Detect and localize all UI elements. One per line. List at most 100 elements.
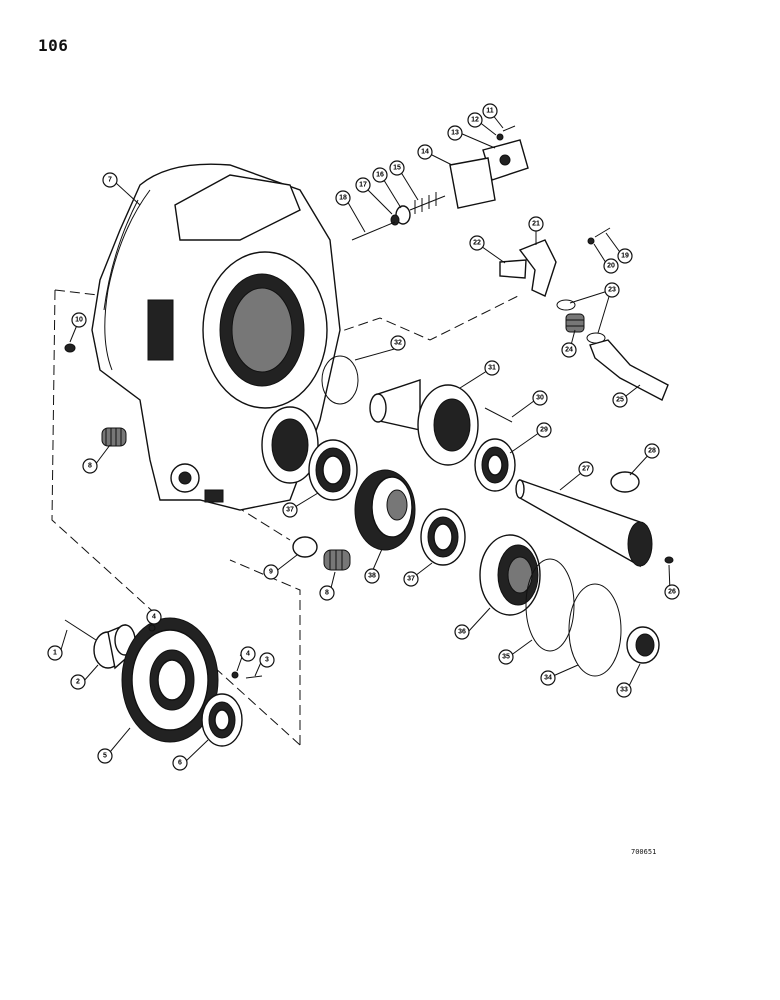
callout-14: 14: [417, 144, 433, 160]
svg-text:13: 13: [451, 130, 459, 137]
svg-text:10: 10: [75, 317, 83, 324]
gasket-part: [449, 157, 496, 209]
callout-9: 9: [263, 564, 279, 580]
callout-32: 32: [390, 335, 406, 351]
svg-text:26: 26: [668, 589, 676, 596]
drive-shaft-part: [515, 479, 653, 568]
callout-31: 31: [484, 360, 500, 376]
sleeve-part: [292, 536, 318, 558]
spring-15: [409, 192, 446, 214]
svg-text:3: 3: [265, 657, 269, 664]
washer-12: [496, 133, 504, 141]
callout-8: 8: [82, 458, 98, 474]
callout-33: 33: [616, 682, 632, 698]
lower-spring-part: [323, 549, 351, 571]
svg-text:29: 29: [540, 427, 548, 434]
callout-10: 10: [71, 312, 87, 328]
spring-24: [565, 313, 585, 333]
svg-text:2: 2: [76, 679, 80, 686]
callout-23: 23: [604, 282, 620, 298]
svg-text:9: 9: [269, 569, 273, 576]
cover-plate-part: [482, 139, 529, 181]
small-plug-part: [664, 556, 674, 564]
pin-3: [245, 675, 263, 679]
svg-text:32: 32: [394, 340, 402, 347]
callout-4: 4: [146, 609, 162, 625]
transmission-housing: [91, 163, 341, 511]
o-ring-part: [321, 355, 359, 405]
page-number: 106: [38, 36, 69, 55]
spring-part: [101, 427, 127, 447]
callout-8b: 8: [319, 585, 335, 601]
callout-24: 24: [561, 342, 577, 358]
callout-29: 29: [536, 422, 552, 438]
callout-13: 13: [447, 125, 463, 141]
bearing-6: [201, 693, 243, 747]
svg-text:35: 35: [502, 654, 510, 661]
svg-text:8: 8: [325, 590, 329, 597]
small-gear-part: [354, 469, 416, 551]
svg-text:37: 37: [286, 507, 294, 514]
callout-3: 3: [259, 652, 275, 668]
svg-text:31: 31: [488, 365, 496, 372]
svg-text:21: 21: [532, 221, 540, 228]
callout-19: 19: [617, 248, 633, 264]
svg-text:1: 1: [53, 650, 57, 657]
svg-text:28: 28: [648, 448, 656, 455]
callout-21: 21: [528, 216, 544, 232]
svg-text:11: 11: [486, 108, 494, 115]
screw-11: [502, 125, 516, 132]
callout-30: 30: [532, 390, 548, 406]
svg-text:33: 33: [620, 687, 628, 694]
bearing-lower: [420, 508, 466, 566]
large-gear-5: [121, 617, 219, 743]
snap-ring-part: [610, 471, 640, 493]
svg-text:24: 24: [565, 347, 573, 354]
svg-text:16: 16: [376, 172, 384, 179]
callout-35: 35: [498, 649, 514, 665]
output-shaft-flange: [369, 379, 479, 466]
callout-16: 16: [372, 167, 388, 183]
callout-37: 37: [282, 502, 298, 518]
callout-11: 11: [482, 103, 498, 119]
callout-15: 15: [389, 160, 405, 176]
svg-text:23: 23: [608, 287, 616, 294]
callout-5: 5: [97, 748, 113, 764]
lever-tube-25: [589, 339, 669, 401]
bracket-21: [518, 239, 557, 297]
shaft-axis-line: [329, 294, 521, 341]
svg-text:8: 8: [88, 463, 92, 470]
svg-text:5: 5: [103, 753, 107, 760]
callout-12: 12: [467, 112, 483, 128]
bearing-cage-part: [479, 534, 541, 616]
svg-text:19: 19: [621, 253, 629, 260]
washer-4a: [148, 624, 156, 632]
svg-text:14: 14: [421, 149, 429, 156]
svg-text:4: 4: [246, 651, 250, 658]
svg-text:18: 18: [339, 195, 347, 202]
washer-4b: [231, 671, 239, 679]
seal-ring-35: [525, 558, 575, 652]
oil-seal-part: [626, 626, 660, 664]
reference-code: 700651: [631, 848, 657, 856]
svg-text:34: 34: [544, 675, 552, 682]
svg-text:20: 20: [607, 263, 615, 270]
pin-18: [351, 221, 396, 241]
callout-28: 28: [644, 443, 660, 459]
bearing-upper: [308, 439, 358, 501]
callout-27: 27: [578, 461, 594, 477]
callout-25: 25: [612, 392, 628, 408]
callout-17: 17: [355, 177, 371, 193]
o-ring-23a: [556, 299, 576, 311]
screw-19: [594, 227, 611, 238]
bolt-part: [484, 407, 513, 423]
svg-text:15: 15: [393, 165, 401, 172]
svg-text:37: 37: [407, 576, 415, 583]
callout-6: 6: [172, 755, 188, 771]
callout-20: 20: [603, 258, 619, 274]
svg-text:36: 36: [458, 629, 466, 636]
seal-ring-34: [568, 583, 622, 677]
svg-text:30: 30: [536, 395, 544, 402]
svg-text:7: 7: [108, 177, 112, 184]
